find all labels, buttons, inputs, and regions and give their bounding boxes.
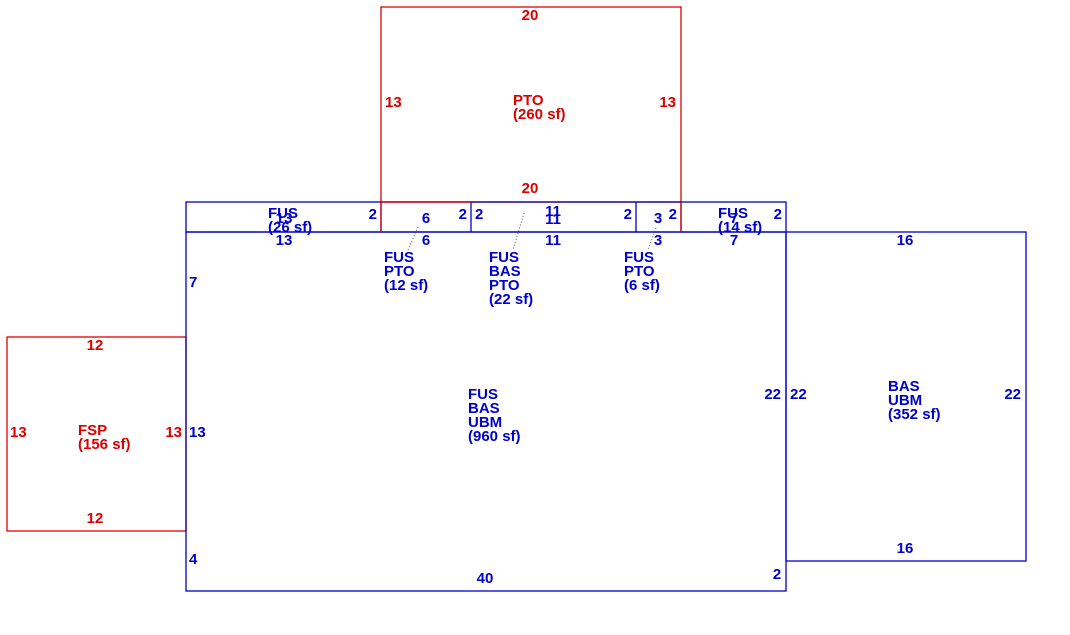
dim-strip-right-top: 7: [730, 210, 738, 227]
right-line-1: UBM: [888, 392, 922, 409]
dim-strip-left-right: 2: [369, 206, 377, 223]
dim-strip-6-top: 6: [422, 210, 430, 227]
dim-porch-top: 20: [522, 7, 539, 24]
porch-line-0: PTO: [513, 92, 544, 109]
dim-porch-left: 13: [385, 94, 402, 111]
dim-fsp-top: 12: [87, 337, 104, 354]
dim-strip-3-right: 2: [669, 206, 677, 223]
leader-lines: [407, 212, 657, 251]
main-line-2: UBM: [468, 414, 502, 431]
dim-main-right: 22: [764, 386, 781, 403]
dim-strip-left-top: 13: [276, 210, 293, 227]
dim-strip-11-top-a: 11: [545, 203, 561, 220]
right-line-0: BAS: [888, 378, 920, 395]
dim-porch-right: 13: [659, 94, 676, 111]
fus-pto-6-line-1: PTO: [624, 263, 655, 280]
fus-pto-12-line-2: (12 sf): [384, 277, 428, 294]
label-fsp: FSP(156 sf): [78, 422, 131, 453]
label-fus-right: FUS(14 sf): [718, 205, 762, 236]
fsp-line-0: FSP: [78, 422, 107, 439]
fus-pto-12-line-0: FUS: [384, 249, 414, 266]
fus-left-line-0: FUS: [268, 205, 298, 222]
dimension-labels: 40 2 7 13 4 22 16 16 22 22 20 20 13 13 1…: [10, 7, 1021, 587]
dim-main-left-bottom: 4: [189, 551, 198, 568]
dim-right-top: 16: [897, 232, 914, 249]
fus-pto-6-line-2: (6 sf): [624, 277, 660, 294]
dim-fsp-right: 13: [165, 424, 182, 441]
dim-strip-11-bottom: 11: [545, 232, 561, 249]
dim-strip-3-bottom: 3: [654, 232, 662, 249]
dim-strip-11-top-b: 11: [545, 211, 561, 228]
fus-bas-pto-22-line-3: (22 sf): [489, 291, 533, 308]
fus-bas-pto-22-line-0: FUS: [489, 249, 519, 266]
dim-right-left: 22: [790, 386, 807, 403]
dim-strip-3-top: 3: [654, 210, 662, 227]
fus-right-line-0: FUS: [718, 205, 748, 222]
blue-outlines: [185, 201, 1027, 592]
dim-strip-left-bottom: 13: [276, 232, 293, 249]
dim-strip-11-left: 2: [475, 206, 483, 223]
label-fus-left: FUS(26 sf): [268, 205, 312, 236]
fus-pto-6-line-0: FUS: [624, 249, 654, 266]
dim-right-right: 22: [1004, 386, 1021, 403]
main-line-1: BAS: [468, 400, 500, 417]
dim-fsp-left: 13: [10, 424, 27, 441]
right-area-outline: [785, 231, 1027, 562]
fus-right-line-1: (14 sf): [718, 219, 762, 236]
dim-main-left-top: 7: [189, 274, 197, 291]
top-strip-outline: [185, 201, 787, 233]
dim-main-left-mid: 13: [189, 424, 206, 441]
dim-main-right-bottom: 2: [773, 566, 781, 583]
dim-fsp-bottom: 12: [87, 510, 104, 527]
right-line-2: (352 sf): [888, 406, 941, 423]
dim-strip-6-bottom: 6: [422, 232, 430, 249]
main-line-3: (960 sf): [468, 428, 521, 445]
dim-strip-6-right: 2: [459, 206, 467, 223]
porch-line-1: (260 sf): [513, 106, 566, 123]
dim-strip-right-bottom: 7: [730, 232, 738, 249]
fsp-line-1: (156 sf): [78, 436, 131, 453]
fus-pto-12-line-1: PTO: [384, 263, 415, 280]
dim-strip-11-right: 2: [624, 206, 632, 223]
label-porch: PTO(260 sf): [513, 92, 566, 123]
dim-strip-right-right: 2: [774, 206, 782, 223]
dim-porch-bottom: 20: [522, 180, 539, 197]
fus-left-line-1: (26 sf): [268, 219, 312, 236]
fus-bas-pto-22-line-1: BAS: [489, 263, 521, 280]
main-line-0: FUS: [468, 386, 498, 403]
dim-main-bottom: 40: [477, 570, 494, 587]
dim-right-bottom: 16: [897, 540, 914, 557]
fus-bas-pto-22-line-2: PTO: [489, 277, 520, 294]
